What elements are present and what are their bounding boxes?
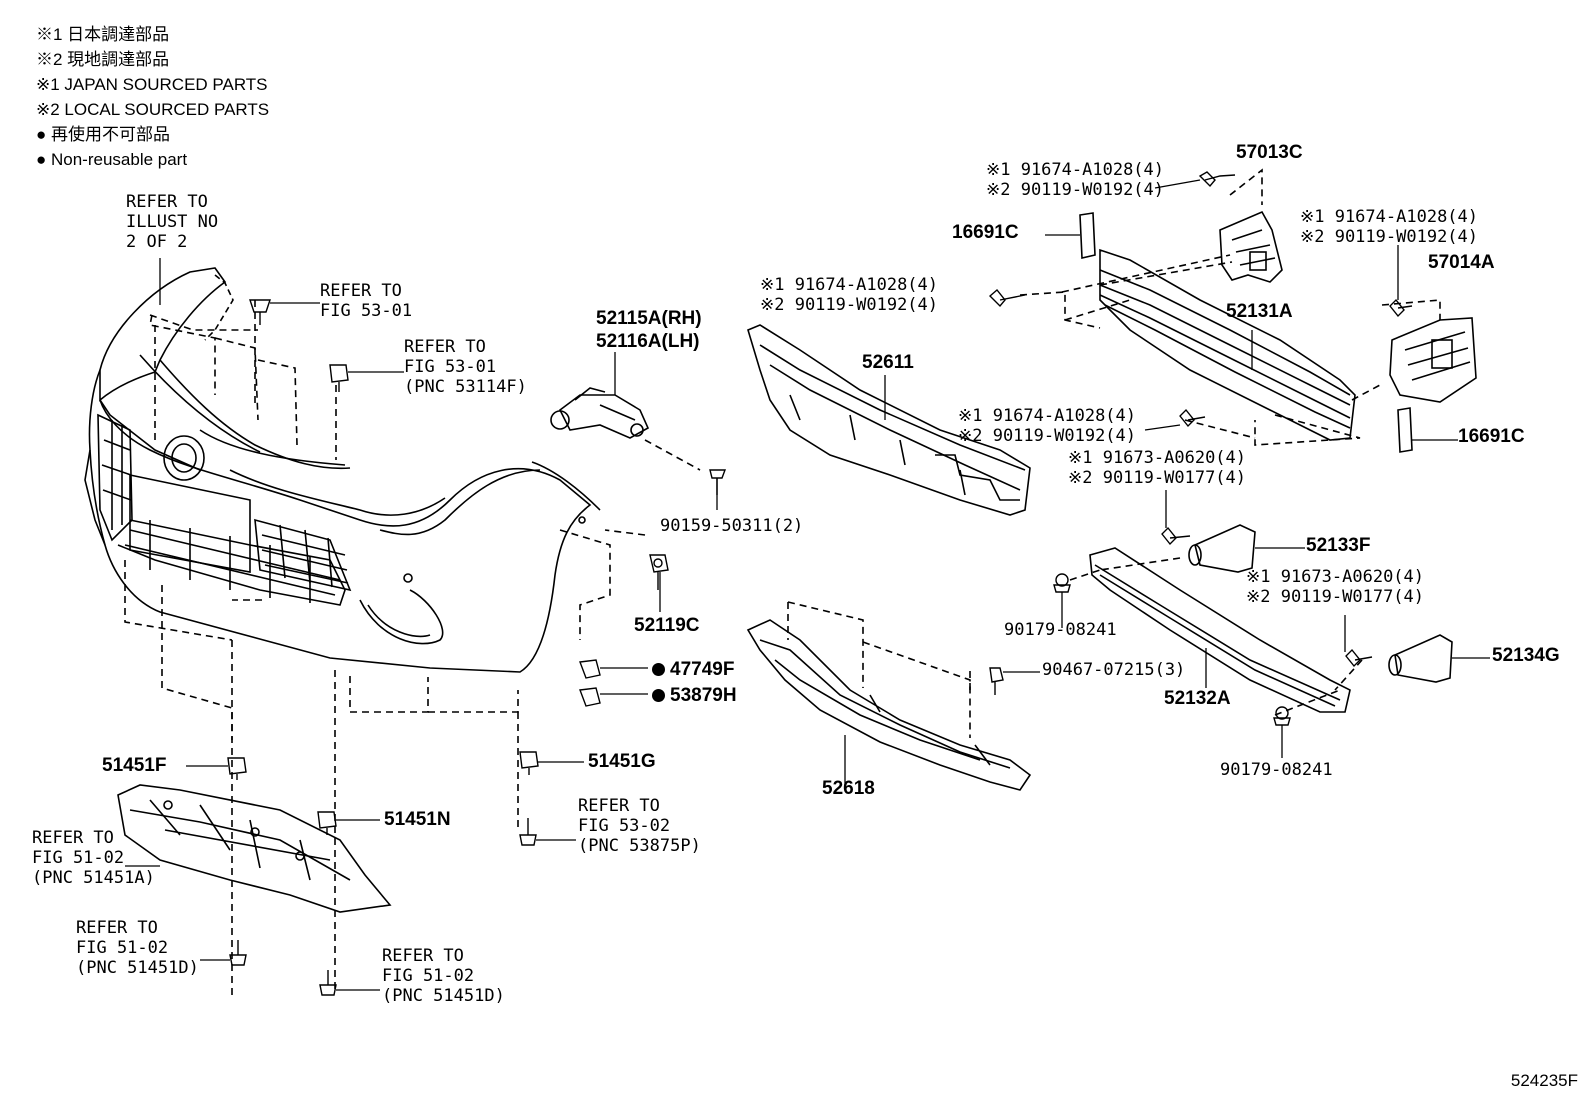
leader-lines-reinforcement	[1019, 168, 1441, 446]
ref-line: FIG 51-02	[76, 938, 169, 958]
bolt-spec-line: ※2 90119-W0192(4)	[986, 180, 1165, 200]
ref-line: FIG 51-02	[32, 848, 125, 868]
part-47749F: 47749F	[652, 659, 734, 681]
bracket-52134G	[1388, 634, 1453, 683]
ref-line: ILLUST NO	[126, 212, 219, 232]
bolt-spec-line: ※1 91673-A0620(4)	[1246, 567, 1425, 587]
non-reusable-dot-icon	[652, 689, 665, 702]
under-cover	[117, 784, 392, 913]
bolt-spec-line: ※2 90119-W0192(4)	[760, 295, 939, 315]
ref-line: REFER TO	[382, 946, 464, 966]
legend-line-1: ※1 日本調達部品	[36, 25, 170, 44]
ref-fig-53-01-a: REFER TO FIG 53-01	[320, 281, 412, 321]
spacer-16691C-bottom	[1397, 407, 1413, 453]
bolt-spec-line: ※1 91674-A1028(4)	[1300, 207, 1479, 227]
legend-line-2: ※2 現地調達部品	[36, 50, 170, 69]
ref-fig-53-02: REFER TO FIG 53-02 (PNC 53875P)	[578, 796, 701, 856]
leader-lines-left	[124, 300, 701, 1000]
part-53879H: 53879H	[652, 685, 737, 707]
ref-fig-51-02-b: REFER TO FIG 51-02 (PNC 51451D)	[76, 918, 199, 978]
part-52133F: 52133F	[1306, 535, 1371, 556]
ref-line: REFER TO	[126, 192, 208, 212]
part-53879H-text: 53879H	[670, 685, 737, 706]
bolt-spec-line: ※2 90119-W0192(4)	[958, 426, 1137, 446]
bracket-57013C	[1219, 210, 1283, 283]
ref-line: (PNC 53875P)	[578, 836, 701, 856]
bolt-spec-low2: ※1 91673-A0620(4) ※2 90119-W0177(4)	[1246, 567, 1424, 607]
bolt-spec-line: ※2 90119-W0177(4)	[1246, 587, 1425, 607]
part-51451F: 51451F	[102, 755, 167, 776]
ref-line: FIG 53-02	[578, 816, 671, 836]
ref-fig-53-01-b: REFER TO FIG 53-01 (PNC 53114F)	[404, 337, 527, 397]
bolt-spec-line: ※2 90119-W0177(4)	[1068, 468, 1247, 488]
bolt-spec-line: ※1 91674-A1028(4)	[986, 160, 1165, 180]
spacer-16691C-top	[1079, 212, 1096, 259]
part-51451G: 51451G	[588, 751, 656, 772]
ref-line: FIG 53-01	[320, 301, 413, 321]
ref-line: (PNC 51451D)	[382, 986, 505, 1006]
part-90467-07215: 90467-07215(3)	[1042, 660, 1186, 680]
part-52119C: 52119C	[634, 615, 700, 636]
ref-line: (PNC 51451A)	[32, 868, 155, 888]
side-bracket	[550, 387, 650, 439]
legend-line-3: ※1 JAPAN SOURCED PARTS	[36, 75, 268, 94]
reinforcement-52132A	[1089, 547, 1351, 713]
part-16691C-top: 16691C	[952, 222, 1019, 243]
part-90159-50311: 90159-50311(2)	[660, 516, 804, 536]
part-51451N: 51451N	[384, 809, 451, 830]
ref-line: REFER TO	[32, 828, 114, 848]
bolt-spec-top: ※1 91674-A1028(4) ※2 90119-W0192(4)	[986, 160, 1164, 200]
bolt-spec-line: ※1 91674-A1028(4)	[958, 406, 1137, 426]
part-52132A: 52132A	[1164, 688, 1231, 709]
energy-absorber-52611	[747, 324, 1031, 516]
ref-line: REFER TO	[578, 796, 660, 816]
ref-fig-51-02-c: REFER TO FIG 51-02 (PNC 51451D)	[382, 946, 505, 1006]
part-52131A: 52131A	[1226, 301, 1293, 322]
ref-line: 2 OF 2	[126, 232, 188, 252]
bolt-spec-mid: ※1 91674-A1028(4) ※2 90119-W0192(4)	[958, 406, 1136, 446]
ref-line: FIG 51-02	[382, 966, 475, 986]
ref-line: REFER TO	[404, 337, 486, 357]
ref-line: REFER TO	[320, 281, 402, 301]
label-leaders	[125, 179, 1490, 991]
part-52134G: 52134G	[1492, 645, 1560, 666]
bolt-spec-line: ※2 90119-W0192(4)	[1300, 227, 1479, 247]
ref-line: REFER TO	[76, 918, 158, 938]
part-52115A: 52115A(RH)	[596, 308, 702, 329]
part-52611: 52611	[862, 352, 914, 373]
reinforcement-52131A	[1099, 248, 1356, 441]
bracket-57014A	[1389, 317, 1477, 403]
figure-number: 524235F	[1510, 1071, 1578, 1090]
ref-line: FIG 53-01	[404, 357, 497, 377]
legend-line-4: ※2 LOCAL SOURCED PARTS	[36, 100, 270, 119]
part-90179-08241-b: 90179-08241	[1220, 760, 1333, 780]
ref-illust: REFER TO ILLUST NO 2 OF 2	[126, 192, 218, 252]
ref-line: (PNC 51451D)	[76, 958, 199, 978]
legend-line-5: ● 再使用不可部品	[36, 125, 170, 144]
legend: ※1 日本調達部品 ※2 現地調達部品 ※1 JAPAN SOURCED PAR…	[36, 22, 269, 172]
part-16691C-bottom: 16691C	[1458, 426, 1525, 447]
bolt-spec-line: ※1 91674-A1028(4)	[760, 275, 939, 295]
bracket-52133F	[1188, 524, 1256, 573]
non-reusable-dot-icon	[652, 663, 665, 676]
part-57013C: 57013C	[1236, 142, 1303, 163]
lower-absorber-52618	[746, 619, 1032, 791]
bolt-spec-right: ※1 91674-A1028(4) ※2 90119-W0192(4)	[1300, 207, 1478, 247]
leader-lines-52132A	[1069, 557, 1363, 716]
part-52116A: 52116A(LH)	[596, 331, 700, 352]
ref-fig-51-02-a: REFER TO FIG 51-02 (PNC 51451A)	[32, 828, 155, 888]
legend-line-6: ● Non-reusable part	[36, 150, 188, 169]
ref-line: (PNC 53114F)	[404, 377, 527, 397]
bolt-spec-low: ※1 91673-A0620(4) ※2 90119-W0177(4)	[1068, 448, 1246, 488]
part-57014A: 57014A	[1428, 252, 1495, 273]
part-52618: 52618	[822, 778, 875, 799]
part-90179-08241-a: 90179-08241	[1004, 620, 1117, 640]
bolt-spec-line: ※1 91673-A0620(4)	[1068, 448, 1247, 468]
bumper-cover	[84, 267, 601, 673]
part-47749F-text: 47749F	[670, 659, 735, 680]
leader-lines-52618	[787, 601, 971, 738]
bolt-spec-left: ※1 91674-A1028(4) ※2 90119-W0192(4)	[760, 275, 938, 315]
